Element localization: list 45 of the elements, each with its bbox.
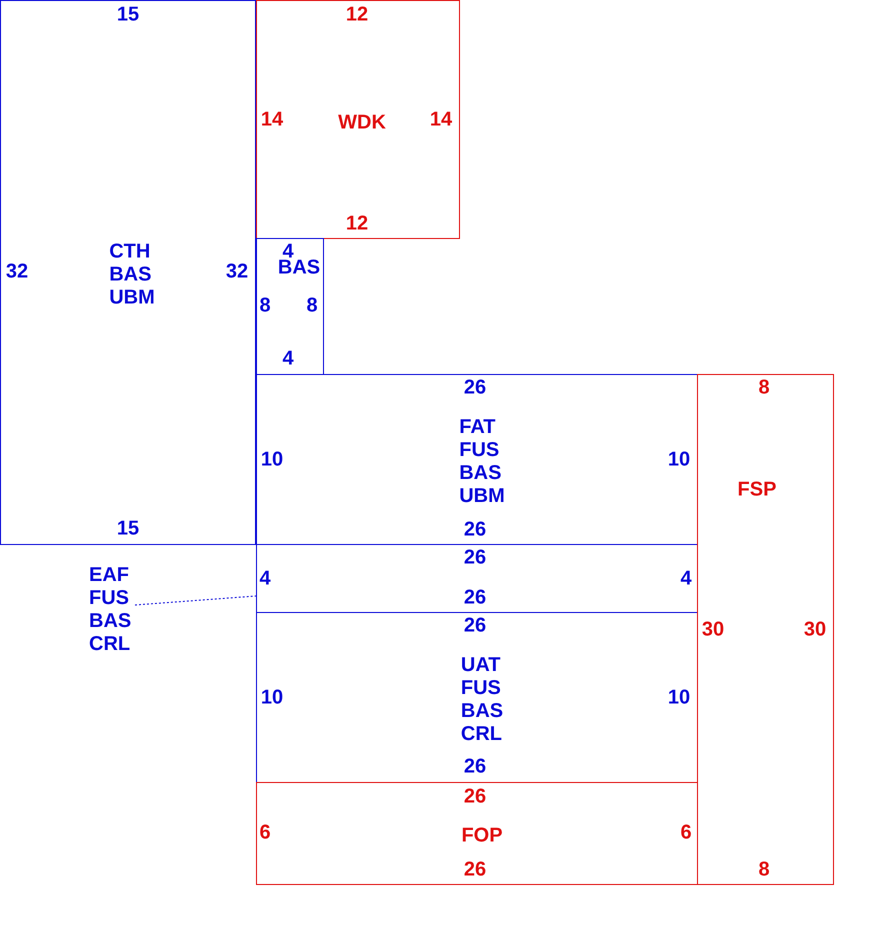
room-area — [256, 238, 324, 375]
dimension-label: 8 — [306, 294, 318, 318]
dimension-label: 10 — [668, 686, 690, 710]
dimension-label: 26 — [464, 586, 486, 610]
room-area — [256, 0, 460, 239]
room-label: WDK — [338, 112, 386, 134]
dimension-label: 26 — [464, 376, 486, 400]
dimension-label: 32 — [226, 260, 248, 284]
dimension-label: 32 — [6, 260, 28, 284]
dimension-label: 15 — [116, 518, 140, 540]
dimension-label: 14 — [260, 108, 284, 132]
dimension-label: 4 — [680, 568, 692, 590]
dimension-label: 26 — [464, 546, 486, 570]
room-label: FOP — [461, 824, 503, 848]
dimension-label: 14 — [430, 108, 452, 132]
room-label: FAT FUS BAS UBM — [459, 416, 505, 508]
dimension-label: 8 — [758, 858, 770, 882]
dimension-label: 26 — [464, 786, 486, 808]
dimension-label: 6 — [259, 822, 271, 844]
room-area — [697, 374, 834, 885]
room-area — [256, 782, 698, 885]
dimension-label: 10 — [260, 686, 284, 710]
dimension-label: 30 — [804, 618, 826, 642]
dimension-label: 4 — [282, 348, 294, 370]
room-label: CTH BAS UBM — [109, 240, 155, 310]
dimension-label: 15 — [116, 4, 140, 26]
dimension-label: 26 — [464, 614, 486, 638]
dimension-label: 6 — [680, 822, 692, 844]
dimension-label: 10 — [668, 448, 690, 472]
dimension-label: 10 — [260, 448, 284, 472]
room-label: EAF FUS BAS CRL — [89, 564, 132, 656]
dimension-label: 26 — [464, 858, 486, 882]
dimension-label: 26 — [464, 518, 486, 542]
room-area — [256, 374, 698, 545]
dimension-label: 12 — [346, 4, 368, 26]
dimension-label: 8 — [758, 376, 770, 400]
dimension-label: 8 — [259, 294, 271, 318]
dimension-label: 30 — [702, 618, 724, 642]
dimension-label: 26 — [464, 756, 486, 778]
dimension-label: 12 — [346, 212, 368, 236]
dimension-label: 4 — [259, 568, 271, 590]
room-area — [0, 0, 256, 545]
leader-line — [134, 596, 256, 606]
room-label: UAT FUS BAS CRL — [460, 654, 504, 746]
room-label: FSP — [738, 478, 776, 502]
